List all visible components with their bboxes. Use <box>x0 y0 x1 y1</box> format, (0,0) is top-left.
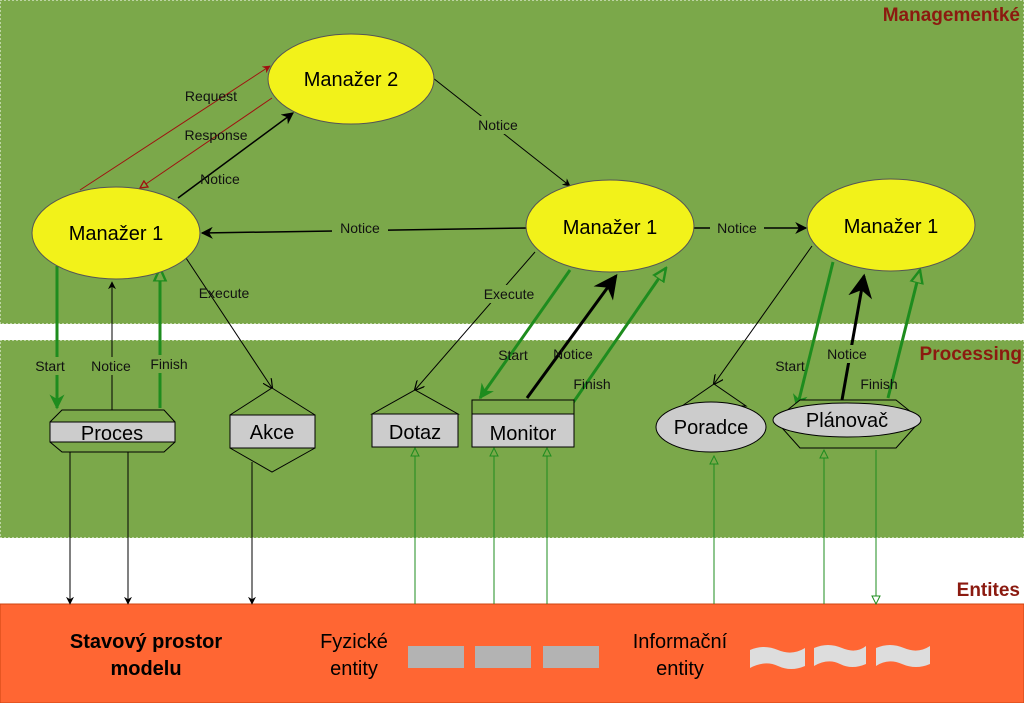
akce-box <box>229 414 316 449</box>
manager-1-right-label: Manažer 1 <box>844 216 939 238</box>
execute-left-edge <box>185 257 272 388</box>
info-entities-line1: Informační <box>633 631 728 653</box>
dotaz-box <box>371 413 459 448</box>
notice-mid-edge <box>525 274 618 399</box>
notice-mid-right-label: Notice <box>717 220 757 236</box>
start-mid-label: Start <box>498 347 528 363</box>
info-entity-doc <box>814 645 866 667</box>
poradce-node <box>655 401 767 453</box>
manager-1-left-label: Manažer 1 <box>69 223 164 245</box>
request-label: Request <box>185 88 237 104</box>
management-layer <box>0 0 1024 325</box>
notice-m2-mid-label: Notice <box>478 117 518 133</box>
akce-label: Akce <box>250 422 294 444</box>
manager-1-mid-label: Manažer 1 <box>563 217 658 239</box>
notice-m1-m2-edge <box>177 112 294 199</box>
notice-mid-label: Notice <box>553 346 593 362</box>
physical-entity-block <box>475 646 531 668</box>
execute-mid-label: Execute <box>484 286 535 302</box>
response-edge <box>140 97 273 188</box>
manager-1-right-node <box>806 178 976 272</box>
planovac-node <box>772 402 922 438</box>
proces-box <box>49 421 176 443</box>
notice-left-label: Notice <box>91 358 131 374</box>
finish-right-label: Finish <box>860 376 897 392</box>
monitor-label: Monitor <box>490 423 557 445</box>
management-layer-title: Managementké <box>883 5 1020 26</box>
notice-right-edge <box>840 273 873 401</box>
notice-m1-m2-label: Notice <box>200 171 240 187</box>
label-bg <box>478 285 540 303</box>
label-bg <box>472 116 524 134</box>
physical-entities-line1: Fyzické <box>320 631 388 653</box>
execute-mid-edge <box>415 251 536 390</box>
info-entities-line2: entity <box>656 658 704 680</box>
manager-1-mid-node <box>525 179 695 273</box>
finish-mid-label: Finish <box>573 376 610 392</box>
physical-entities-line2: entity <box>330 658 378 680</box>
notice-right-label: Notice <box>827 346 867 362</box>
finish-left-label: Finish <box>150 356 187 372</box>
info-entity-doc <box>750 647 805 669</box>
request-edge <box>79 65 271 191</box>
execute-left-label: Execute <box>199 285 250 301</box>
state-space-line2: modelu <box>110 658 181 680</box>
state-space-line1: Stavový prostor <box>70 631 222 653</box>
notice-mid-left-label: Notice <box>340 220 380 236</box>
manager-2-label: Manažer 2 <box>304 69 399 91</box>
poradce-label: Poradce <box>674 417 749 439</box>
processing-layer-title: Processing <box>920 344 1022 365</box>
manager-1-left-node <box>31 186 201 280</box>
finish-mid-edge <box>566 268 666 411</box>
start-left-label: Start <box>35 358 65 374</box>
physical-entity-block <box>408 646 464 668</box>
response-label: Response <box>184 127 247 143</box>
dotaz-label: Dotaz <box>389 422 441 444</box>
label-bg <box>31 357 71 375</box>
label-bg <box>822 345 872 363</box>
execute-right-edge <box>714 245 813 384</box>
finish-right-edge <box>886 270 920 399</box>
info-entity-doc <box>876 645 930 667</box>
planovac-label: Plánovač <box>806 410 888 432</box>
label-bg <box>86 357 136 375</box>
start-right-label: Start <box>775 358 805 374</box>
label-bg <box>332 219 388 237</box>
physical-entity-block <box>543 646 599 668</box>
monitor-top <box>471 399 575 415</box>
proces-label: Proces <box>81 423 143 445</box>
entities-layer-title: Entites <box>957 580 1020 601</box>
monitor-box <box>471 413 575 448</box>
label-bg <box>710 219 764 237</box>
start-right-edge <box>792 261 835 410</box>
start-mid-edge <box>478 269 572 400</box>
label-bg <box>146 355 192 373</box>
manager-2-node <box>267 33 435 125</box>
